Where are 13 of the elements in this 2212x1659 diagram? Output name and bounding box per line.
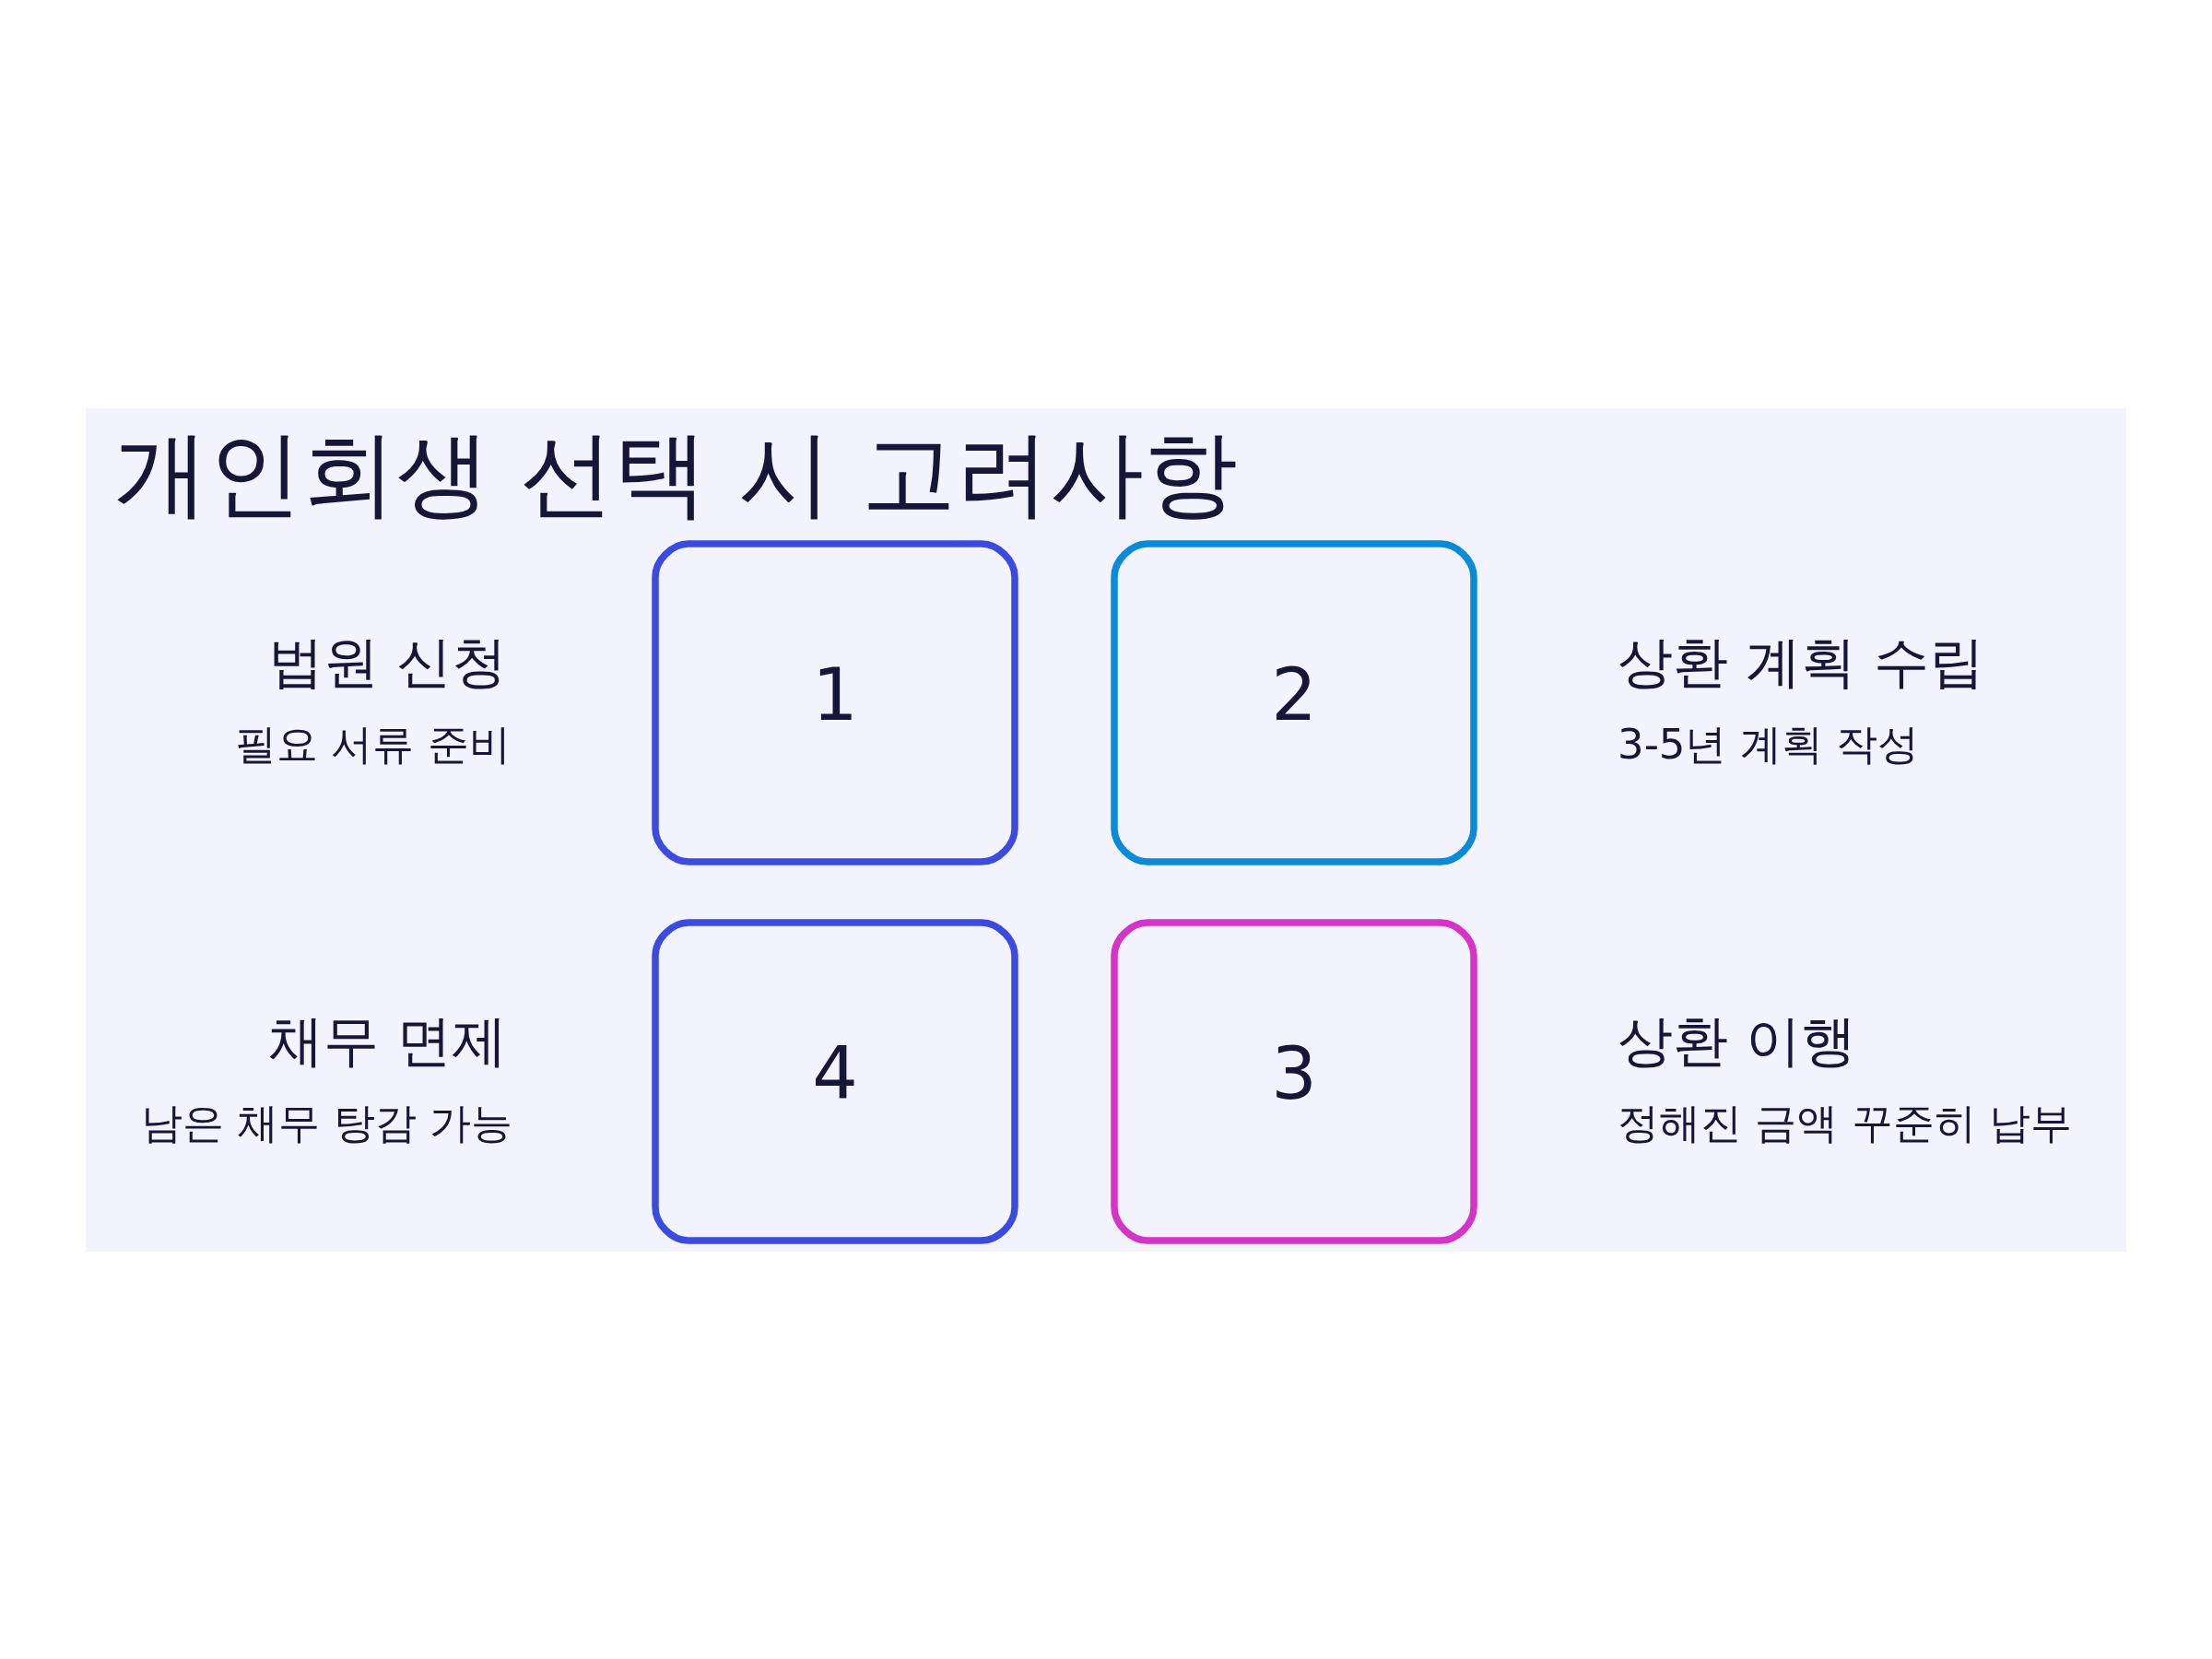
node-box: 4: [652, 918, 1018, 1244]
node-label: 채무 면제: [268, 1007, 508, 1072]
node-label: 남은 채무 탕감 가능: [141, 1098, 512, 1147]
node-label: 법원 신청: [268, 629, 508, 693]
node-label: 정해진 금액 꾸준히 납부: [1618, 1098, 2072, 1147]
node-label: 상환 이행: [1618, 1007, 1857, 1072]
node-label: 3-5년 계획 작성: [1618, 719, 1920, 768]
diagram-title: 개인회생 선택 시 고려사항: [113, 418, 1239, 528]
node-label: 필요 서류 준비: [235, 719, 511, 768]
node-box: 2: [1111, 539, 1477, 865]
node-box: 3: [1111, 918, 1477, 1244]
node-label: 상환 계획 수립: [1618, 629, 1985, 693]
node-box: 1: [652, 539, 1018, 865]
